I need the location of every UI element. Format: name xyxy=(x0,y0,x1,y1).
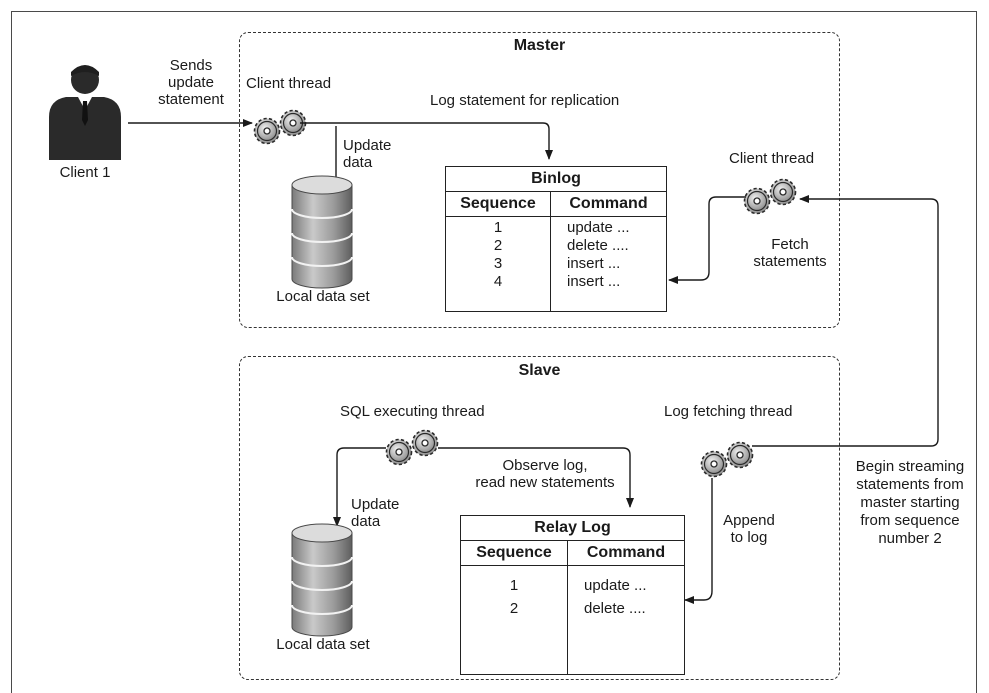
relay-command-header: Command xyxy=(567,540,685,566)
binlog-sequence-column: 1 2 3 4 xyxy=(445,216,551,312)
relay-command-column: update ... delete .... xyxy=(567,565,685,675)
slave-title: Slave xyxy=(518,362,561,379)
binlog-seq: 2 xyxy=(493,237,503,254)
master-client-thread-gear-icon xyxy=(253,109,307,145)
log-fetching-thread-label: Log fetching thread xyxy=(664,403,793,420)
relay-sequence-header: Sequence xyxy=(460,540,568,566)
binlog-seq: 3 xyxy=(493,255,503,272)
observe-log-arrow xyxy=(438,447,634,508)
slave-box xyxy=(239,356,840,680)
relay-cmd: update ... xyxy=(584,577,647,594)
slave-database-icon xyxy=(291,523,353,637)
streaming-note: Begin streaming statements from master s… xyxy=(855,458,965,547)
log-for-replication-label: Log statement for replication xyxy=(430,92,620,109)
slave-sql-thread-gear-icon xyxy=(385,429,439,466)
slave-update-data-arrow xyxy=(333,447,386,527)
fetch-statements-arrow xyxy=(668,196,746,284)
binlog-cmd: insert ... xyxy=(567,255,621,272)
master-database-icon xyxy=(291,175,353,289)
streaming-request-arrow xyxy=(752,195,939,447)
sends-update-label: Sends update statement xyxy=(158,57,224,108)
master-client-thread-label: Client thread xyxy=(246,75,332,92)
append-to-log-label: Append to log xyxy=(723,512,775,546)
binlog-cmd: delete .... xyxy=(567,237,629,254)
relay-log-title: Relay Log xyxy=(460,515,685,541)
relay-cmd: delete .... xyxy=(584,600,646,617)
binlog-seq: 4 xyxy=(493,273,503,290)
fetch-statements-label: Fetch statements xyxy=(753,236,827,270)
relay-seq: 1 xyxy=(509,577,519,594)
master-local-data-label: Local data set xyxy=(276,288,370,305)
diagram-frame xyxy=(11,11,977,693)
master-right-client-thread-label: Client thread xyxy=(729,150,815,167)
master-box xyxy=(239,32,840,328)
binlog-seq: 1 xyxy=(493,219,503,236)
slave-update-data-label: Update data xyxy=(351,496,400,530)
client-person-icon xyxy=(49,65,121,160)
relay-log-table: Relay Log Sequence Command 1 2 update ..… xyxy=(460,515,685,675)
client-label: Client 1 xyxy=(59,164,111,181)
relay-sequence-column: 1 2 xyxy=(460,565,568,675)
relay-seq: 2 xyxy=(509,600,519,617)
binlog-sequence-header: Sequence xyxy=(445,191,551,217)
binlog-table: Binlog Sequence Command 1 2 3 4 update .… xyxy=(445,166,667,312)
binlog-cmd: update ... xyxy=(567,219,630,236)
binlog-cmd: insert ... xyxy=(567,273,621,290)
binlog-command-header: Command xyxy=(550,191,667,217)
master-right-client-thread-gear-icon xyxy=(743,178,797,215)
master-title: Master xyxy=(513,37,566,54)
binlog-command-column: update ... delete .... insert ... insert… xyxy=(550,216,667,312)
master-update-data-label: Update data xyxy=(343,137,392,171)
observe-log-label: Observe log, read new statements xyxy=(475,457,615,491)
sql-thread-label: SQL executing thread xyxy=(340,403,485,420)
slave-local-data-label: Local data set xyxy=(276,636,370,653)
log-statement-arrow xyxy=(300,122,553,160)
binlog-title: Binlog xyxy=(445,166,667,192)
slave-log-fetching-gear-icon xyxy=(700,441,754,478)
append-to-log-arrow xyxy=(684,478,713,604)
